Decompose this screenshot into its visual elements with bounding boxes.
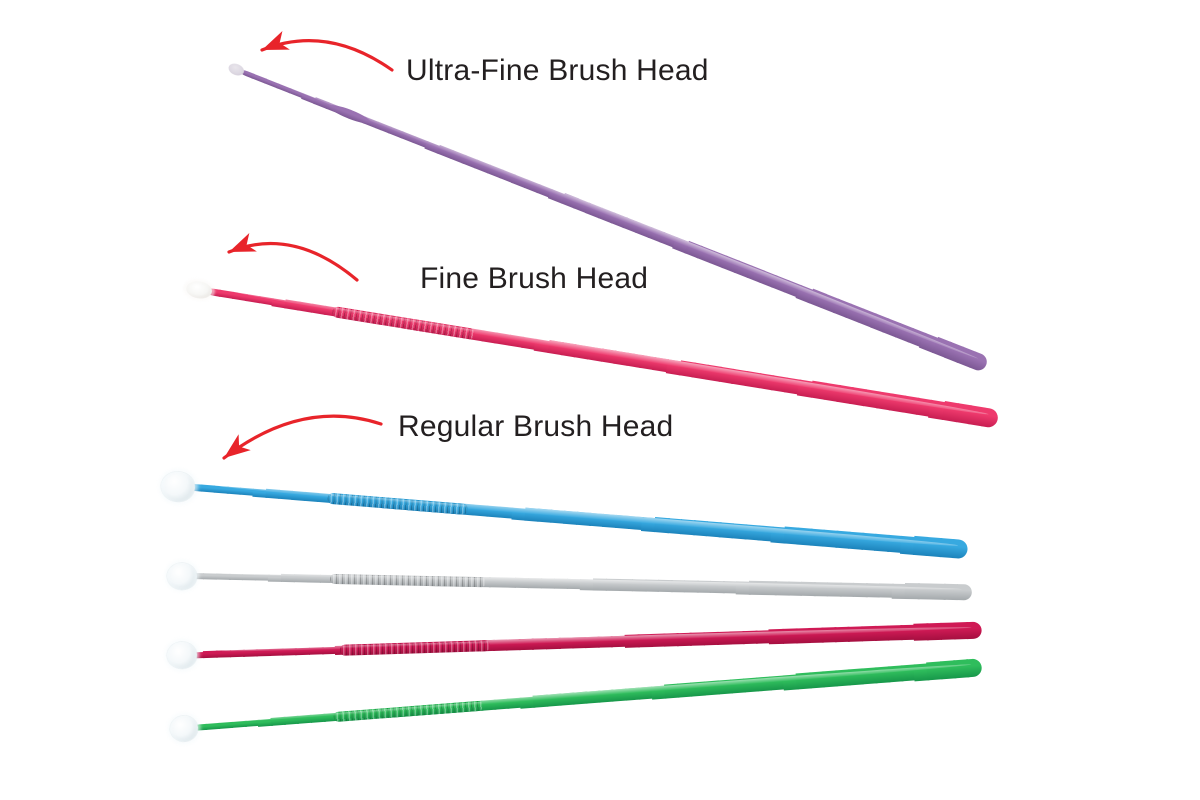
annotation-arrow-ultra-fine bbox=[260, 31, 394, 72]
regular-magenta-applicator bbox=[166, 621, 982, 670]
label-regular-brush-head: Regular Brush Head bbox=[398, 410, 674, 443]
label-ultra-fine-brush-head: Ultra-Fine Brush Head bbox=[406, 54, 709, 87]
applicator-shaft bbox=[189, 621, 982, 664]
label-fine-brush-head: Fine Brush Head bbox=[420, 262, 649, 295]
regular-silver-applicator bbox=[166, 562, 972, 601]
arrow-head bbox=[262, 31, 290, 50]
ribbed-grip bbox=[333, 700, 484, 723]
applicator-shaft bbox=[189, 568, 972, 601]
ribbed-grip bbox=[330, 573, 487, 588]
regular-green-applicator bbox=[169, 658, 983, 743]
applicator-shaft bbox=[191, 658, 983, 737]
brush-head-green bbox=[169, 714, 200, 743]
brush-head-silver bbox=[166, 562, 197, 590]
annotation-arrow-regular bbox=[222, 414, 383, 460]
arrow-head bbox=[229, 232, 257, 252]
arrow-head bbox=[224, 434, 251, 458]
annotation-arrow-fine bbox=[227, 232, 359, 282]
arrow-curve bbox=[222, 414, 383, 460]
brush-head-magenta bbox=[166, 641, 198, 670]
ribbed-grip bbox=[339, 640, 491, 656]
